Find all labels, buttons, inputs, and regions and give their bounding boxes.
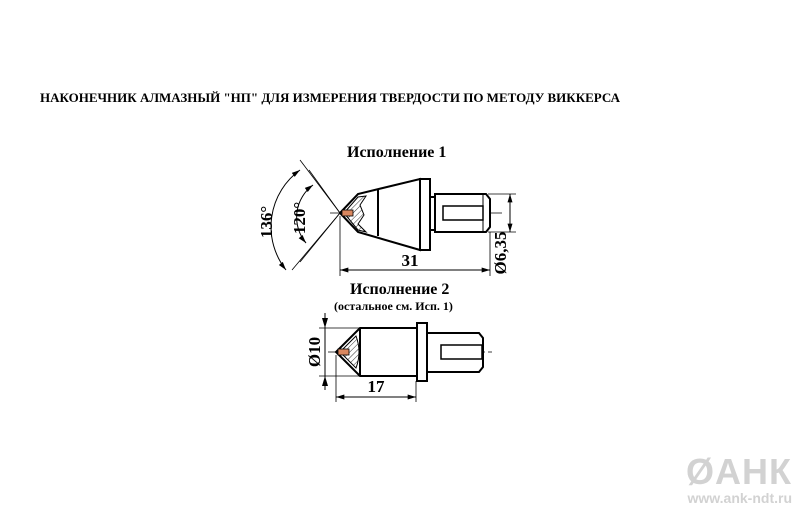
diameter-6-35-label: Ø6,35 [491, 232, 510, 275]
variant-2-heading: Исполнение 2 [350, 281, 450, 298]
angle-120-arc [296, 184, 314, 244]
length-31-label: 31 [402, 251, 419, 270]
variant-2-note: (остальное см. Исп. 1) [334, 299, 453, 313]
logo-mark: ØАНК [686, 451, 792, 492]
collar [416, 322, 428, 382]
watermark-logo: ØАНК www.ank-ndt.ru [686, 451, 792, 507]
drawing-title: НАКОНЕЧНИК АЛМАЗНЫЙ "НП" ДЛЯ ИЗМЕРЕНИЯ Т… [40, 90, 621, 105]
variant-2-drawing [319, 313, 492, 402]
diameter-10-label: Ø10 [305, 337, 324, 367]
logo-diameter-icon: Ø [686, 451, 716, 492]
diamond-tip [341, 209, 354, 217]
logo-url: www.ank-ndt.ru [687, 490, 792, 506]
shank-slot [442, 205, 484, 221]
angle-120-label: 120° [290, 202, 309, 234]
shank-slot [440, 344, 483, 360]
variant-1-heading: Исполнение 1 [347, 144, 447, 161]
angle-136-arc [270, 169, 301, 271]
angle-136-label: 136° [257, 206, 276, 238]
length-17-label: 17 [368, 377, 386, 396]
variant-1-drawing [270, 159, 516, 276]
collar [419, 178, 431, 251]
hatched-section [343, 195, 368, 233]
diamond-tip [337, 348, 350, 356]
